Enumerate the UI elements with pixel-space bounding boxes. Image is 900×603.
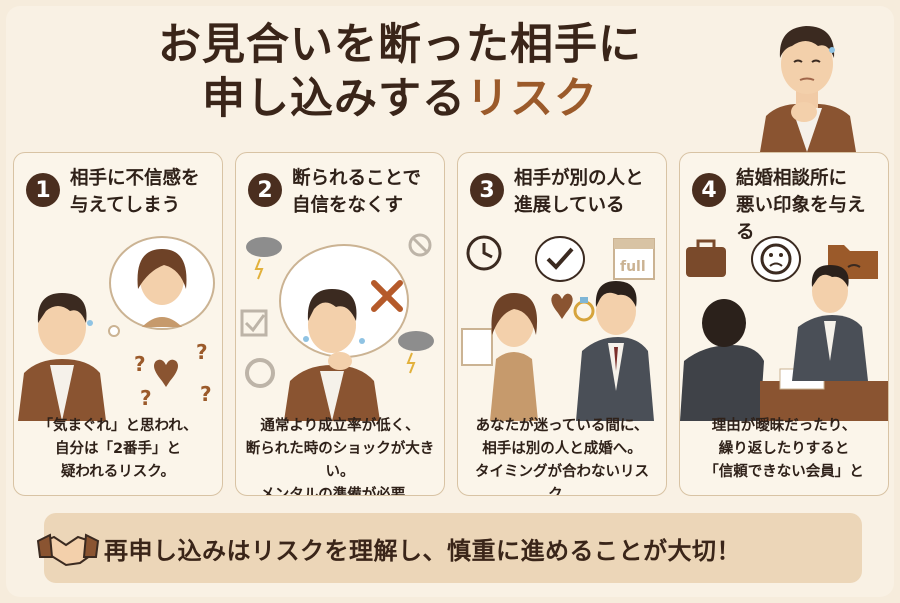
check-box-icon <box>240 309 268 337</box>
card-header: 4 結婚相談所に 悪い印象を与える <box>690 165 880 243</box>
dejected-man <box>284 289 380 421</box>
card-2-illustration <box>240 233 434 421</box>
confused-man <box>18 293 106 421</box>
check-bubble-icon <box>535 236 585 282</box>
card-number: 2 <box>248 173 282 207</box>
card-header: 1 相手に不信感を 与えてしまう <box>24 165 214 225</box>
calendar-full-icon: full <box>613 238 655 280</box>
storm-cloud-icon <box>398 331 434 374</box>
card-title: 結婚相談所に 悪い印象を与える <box>736 168 866 243</box>
card-number: 4 <box>692 173 726 207</box>
smiling-woman <box>490 293 538 421</box>
card-number: 3 <box>470 173 504 207</box>
card-title: 断られることで 自信をなくす <box>292 168 421 216</box>
ring-icon <box>573 297 595 322</box>
cross-mark-icon <box>371 280 403 312</box>
suited-man <box>576 281 654 421</box>
card-description: あなたが迷っている間に、 相手は別の人と成婚へ。 タイミングが合わないリスク。 <box>475 418 649 496</box>
question-mark-icon: ? <box>140 386 152 410</box>
risk-card-2: 2 断られることで 自信をなくす <box>235 152 445 496</box>
ban-icon <box>408 233 432 257</box>
briefcase-icon <box>686 239 726 277</box>
circle-icon <box>245 358 275 388</box>
banner-text: 再申し込みはリスクを理解し、慎重に進めることが大切！ <box>104 536 741 565</box>
heart-icon <box>551 293 573 319</box>
storm-cloud-icon <box>246 237 282 280</box>
heart-icon <box>154 359 178 387</box>
card-title: 相手に不信感を 与えてしまう <box>70 168 200 216</box>
title-line-2: 申し込みするリスク <box>100 72 700 126</box>
card-3-illustration: full <box>461 235 655 421</box>
risk-card-1: 1 相手に不信感を 与えてしまう ? ? ? ? 「気まぐれ」と思われ、 自分は… <box>13 152 223 496</box>
handshake-icon <box>36 533 100 567</box>
card-description: 理由が曖昧だったり、 繰り返したりすると 「信頼できない会員」と <box>704 418 864 480</box>
member-back-view <box>680 299 764 421</box>
card-description: 通常より成立率が低く、 断られた時のショックが大きい。 メンタルの準備が必要。 <box>245 418 435 496</box>
calendar-full-icon <box>461 328 493 366</box>
conclusion-banner: 再申し込みはリスクを理解し、慎重に進めることが大切！ <box>36 513 862 583</box>
card-header: 2 断られることで 自信をなくす <box>246 165 436 225</box>
calendar-label: full <box>620 259 646 275</box>
card-description: 「気まぐれ」と思われ、 自分は「2番手」と 疑われるリスク。 <box>38 418 198 480</box>
title-line-2-main: 申し込みする <box>202 74 466 124</box>
sad-face-bubble-icon <box>751 236 801 282</box>
card-1-illustration: ? ? ? ? <box>18 236 215 421</box>
card-4-illustration <box>680 236 888 421</box>
card-title: 相手が別の人と 進展している <box>514 168 644 216</box>
counselor <box>792 265 868 381</box>
page-title: お見合いを断った相手に 申し込みするリスク <box>100 18 700 126</box>
question-mark-icon: ? <box>196 340 208 364</box>
question-mark-icon: ? <box>134 352 146 376</box>
question-mark-icon: ? <box>200 382 212 406</box>
thought-bubble-woman <box>108 236 215 337</box>
card-header: 3 相手が別の人と 進展している <box>468 165 658 225</box>
thinking-man-illustration <box>760 26 856 152</box>
title-line-1: お見合いを断った相手に <box>158 20 642 70</box>
card-number: 1 <box>26 173 60 207</box>
clock-icon <box>466 235 502 271</box>
risk-card-4: 4 結婚相談所に 悪い印象を与える 理由 <box>679 152 889 496</box>
risk-card-3: 3 相手が別の人と 進展している full <box>457 152 667 496</box>
title-line-2-accent: リスク <box>466 74 598 124</box>
